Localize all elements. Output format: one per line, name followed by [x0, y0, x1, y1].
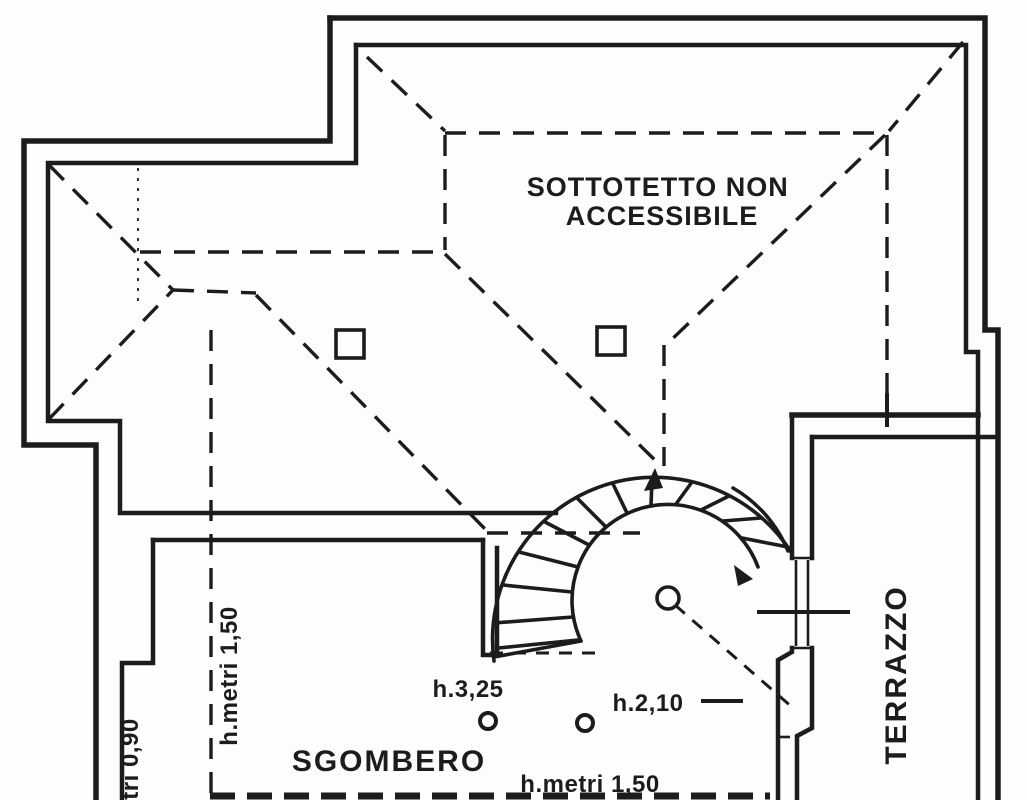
- left-edge-height-label: h.metri 0,90: [117, 718, 144, 800]
- building-outer-walls: [21, 15, 1001, 800]
- height-point-2: [575, 713, 595, 733]
- spiral-staircase: [480, 468, 793, 663]
- building-inner-walls: [45, 42, 981, 800]
- stair-height-label: h.3,25: [432, 676, 503, 703]
- height-limit-lines: [209, 330, 794, 800]
- stair-treads: [492, 476, 790, 659]
- terrace-label: TERRAZZO: [880, 585, 913, 764]
- stair-newel-post: [655, 585, 681, 611]
- chimney-2: [595, 325, 627, 357]
- roof-lines: [47, 40, 965, 535]
- height-point-1: [478, 711, 498, 731]
- attic-label: SOTTOTETTO NON ACCESSIBILE: [527, 172, 798, 231]
- terrace-parapet: [789, 393, 1001, 800]
- height-reference-points: [478, 699, 743, 733]
- chimney-1: [334, 328, 366, 360]
- stair-direction-arrow-up: [644, 468, 663, 491]
- stair-direction-arrow-door: [734, 565, 753, 586]
- chimneys: [334, 325, 627, 360]
- stair-block-east-wall: [757, 412, 850, 800]
- door-height-label: h.2,10: [612, 690, 683, 717]
- storage-label: SGOMBERO: [292, 745, 486, 778]
- left-height-label: h.metri 1,50: [216, 606, 243, 745]
- height-line-stair: [674, 603, 794, 710]
- storage-height-note: h.metri 1,50: [520, 771, 659, 798]
